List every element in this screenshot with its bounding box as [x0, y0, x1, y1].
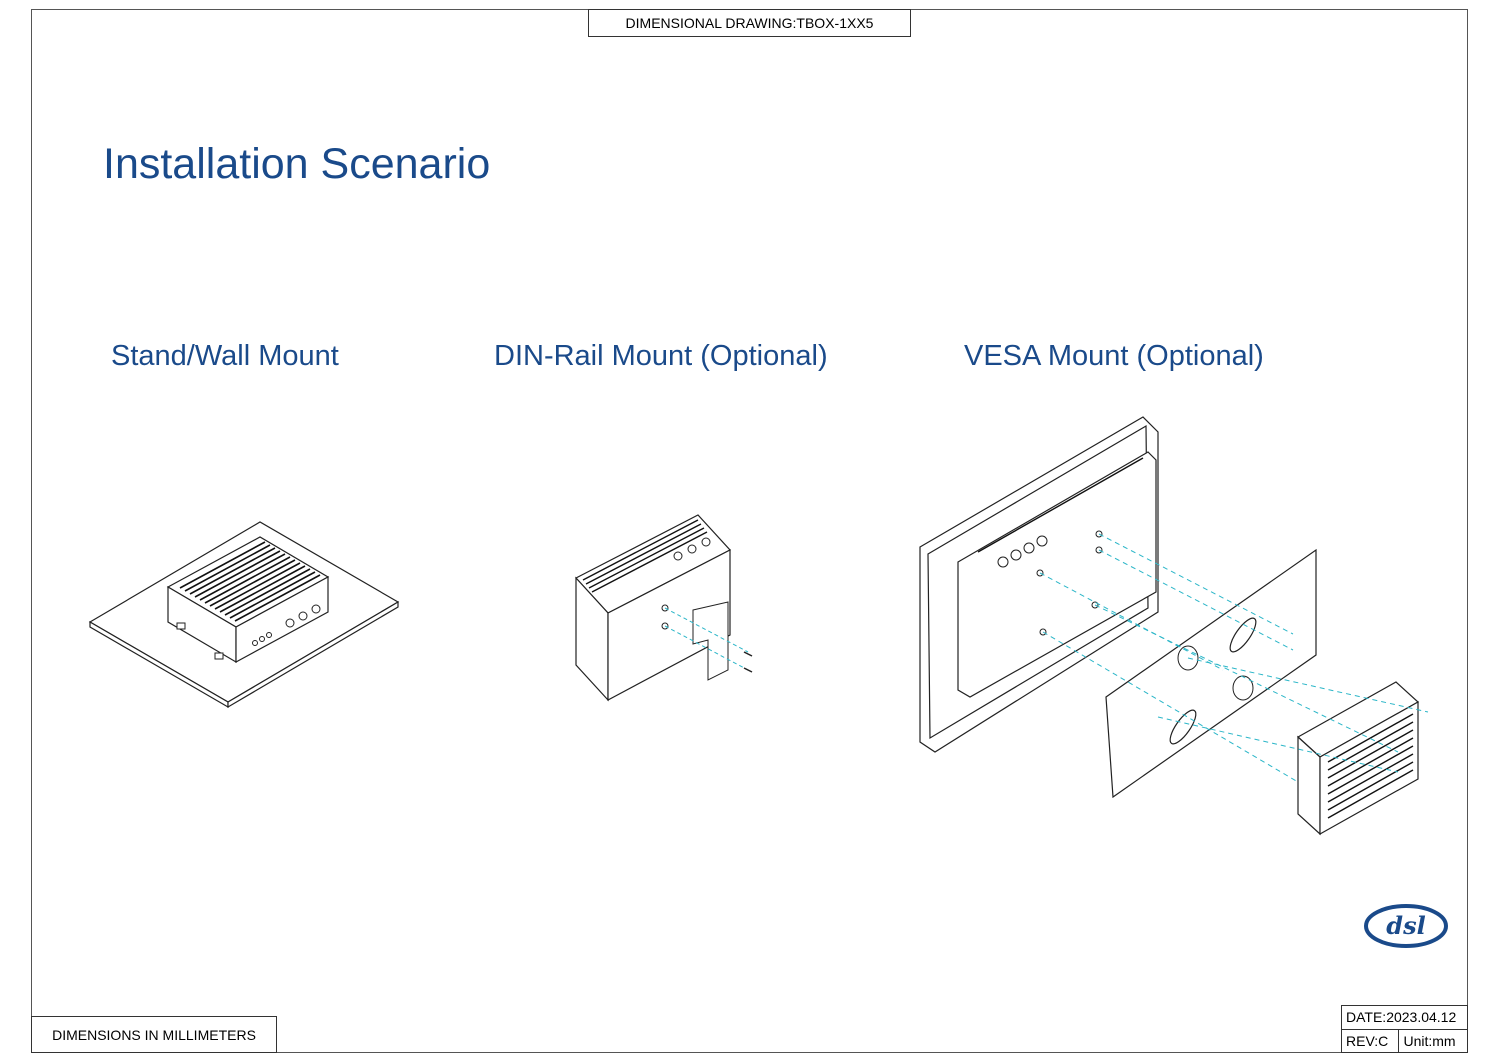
- page-title: Installation Scenario: [103, 140, 491, 188]
- stand-wall-mount-illustration: [88, 521, 400, 709]
- dsl-logo: dsl: [1364, 904, 1448, 948]
- unit-cell: Unit:mm: [1398, 1028, 1468, 1053]
- svg-text:dsl: dsl: [1386, 911, 1425, 940]
- vesa-mount-illustration: [919, 416, 1429, 836]
- drawing-title: DIMENSIONAL DRAWING:TBOX-1XX5: [588, 9, 911, 37]
- scenario-label-vesa: VESA Mount (Optional): [964, 340, 1264, 372]
- din-rail-mount-illustration: [575, 514, 753, 702]
- date-cell: DATE:2023.04.12: [1341, 1005, 1468, 1030]
- title-block-table: DATE:2023.04.12 REV:C Unit:mm: [1340, 1005, 1468, 1053]
- scenario-label-stand-wall: Stand/Wall Mount: [111, 340, 339, 372]
- dimensions-note: DIMENSIONS IN MILLIMETERS: [31, 1016, 277, 1053]
- dimensions-note-text: DIMENSIONS IN MILLIMETERS: [52, 1026, 256, 1043]
- drawing-title-text: DIMENSIONAL DRAWING:TBOX-1XX5: [625, 15, 874, 31]
- scenario-label-din-rail: DIN-Rail Mount (Optional): [494, 340, 828, 372]
- rev-cell: REV:C: [1340, 1028, 1400, 1053]
